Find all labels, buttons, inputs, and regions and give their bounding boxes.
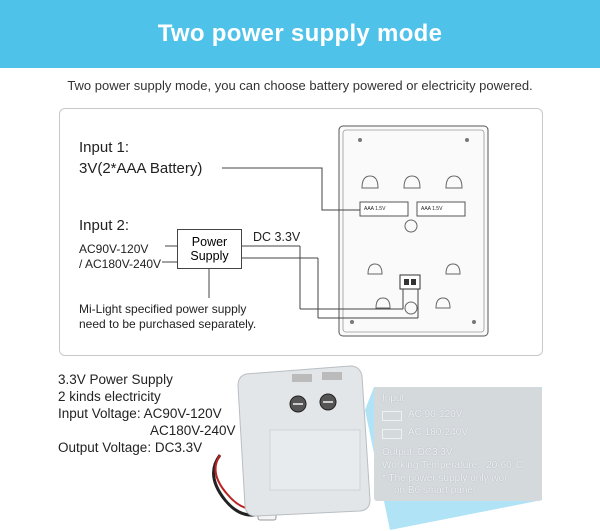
battery-label-left: AAA 1.5V [364, 206, 386, 212]
psu-label-2: Supply [190, 249, 229, 263]
page-title: Two power supply mode [157, 20, 443, 47]
dc-label: DC 3.3V [253, 230, 301, 244]
subtitle: Two power supply mode, you can choose ba… [67, 78, 533, 93]
spec-line-5: Output Voltage: DC3.3V [58, 440, 203, 455]
zoom-output: Output: DC3.3V [382, 447, 453, 458]
zoom-title: Input [382, 393, 405, 404]
input1-value: 3V(2*AAA Battery) [79, 160, 203, 177]
checkbox-icon [382, 429, 402, 439]
zoom-temp: Working Temperature: -20-60°C [382, 460, 523, 471]
note-line-2: need to be purchased separately. [79, 317, 257, 331]
spec-line-1: 3.3V Power Supply [58, 372, 173, 387]
note-line-1: Mi-Light specified power supply [79, 302, 247, 316]
zoom-row-1: AC 90-120V [408, 409, 463, 420]
zoom-note-1: * The power supply only wor [382, 473, 508, 484]
label-zoom-detail: Input AC 90-120V AC 180-240V Output: DC3… [374, 387, 542, 501]
spec-line-3: Input Voltage: AC90V-120V [58, 406, 222, 421]
psu-label-1: Power [191, 235, 228, 249]
checkbox-icon [382, 411, 402, 421]
input2-heading: Input 2: [79, 217, 130, 234]
header-banner: Two power supply mode [0, 0, 600, 68]
battery-label-right: AAA 1.5V [421, 206, 443, 212]
ac-range-2: / AC180V-240V [79, 257, 162, 271]
input1-heading: Input 1: [79, 139, 130, 156]
spec-line-2: 2 kinds electricity [58, 389, 161, 404]
zoom-note-2: on B6 smart panel [394, 485, 476, 496]
power-supply-box: Power Supply [177, 229, 242, 269]
spec-line-4: AC180V-240V [150, 423, 236, 438]
ac-range-1: AC90V-120V [79, 242, 149, 256]
zoom-row-2: AC 180-240V [408, 427, 469, 438]
panel-back-icon [338, 125, 489, 337]
